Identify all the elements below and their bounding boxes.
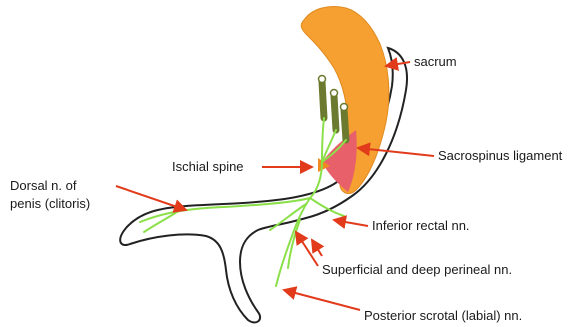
label-sacrum: sacrum [414, 54, 457, 69]
label-dorsal-nerve-line2: penis (clitoris) [10, 196, 90, 211]
label-posterior-scrotal: Posterior scrotal (labial) nn. [364, 308, 522, 323]
label-ischial-spine: Ischial spine [172, 159, 244, 174]
label-sacrospinus-ligament: Sacrospinus ligament [438, 148, 563, 163]
label-inferior-rectal: Inferior rectal nn. [372, 218, 470, 233]
label-perineal: Superficial and deep perineal nn. [322, 262, 512, 277]
label-dorsal-nerve-line1: Dorsal n. of [10, 178, 77, 193]
